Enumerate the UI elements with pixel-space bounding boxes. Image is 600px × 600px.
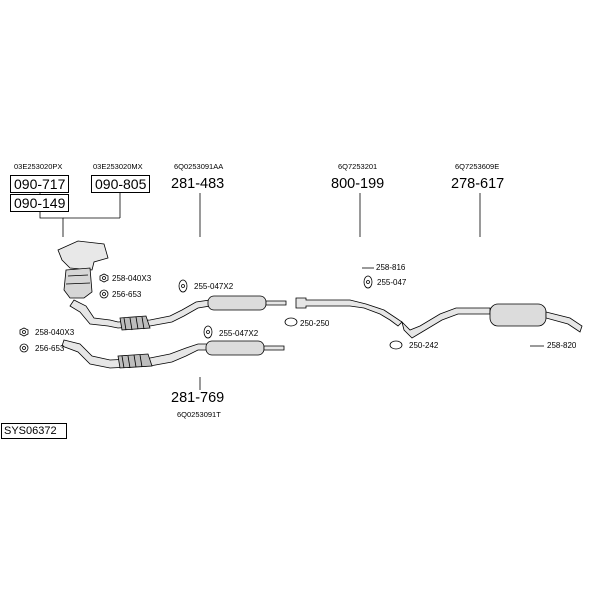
clamp-icon-250-250 <box>284 317 298 327</box>
acc-258-816[interactable]: 258-816 <box>376 263 406 272</box>
acc-255-047x2-top[interactable]: 255-047X2 <box>194 282 234 291</box>
acc-250-250[interactable]: 250-250 <box>300 319 330 328</box>
part-090-717[interactable]: 090-717 <box>10 175 70 193</box>
rubber-mount-icon-bottom <box>203 325 213 339</box>
middle-pipe <box>295 297 403 327</box>
gasket-icon-bottom <box>19 343 29 353</box>
front-pipe-bottom <box>61 339 211 369</box>
part-800-199[interactable]: 800-199 <box>331 176 385 192</box>
acc-258-820[interactable]: 258-820 <box>547 341 577 350</box>
front-pipe-top <box>69 299 211 331</box>
oem-cat1: 03E253020PX <box>14 162 63 171</box>
oem-cat2: 03E253020MX <box>93 162 143 171</box>
front-silencer-top <box>207 295 287 311</box>
system-code: SYS06372 <box>1 423 67 439</box>
part-281-769[interactable]: 281-769 <box>171 390 225 406</box>
oem-front-alt: 6Q0253091T <box>177 410 221 419</box>
nut-icon-bottom <box>19 327 29 337</box>
oem-front: 6Q0253091AA <box>174 162 224 171</box>
acc-256-653-bottom[interactable]: 256-653 <box>35 344 65 353</box>
acc-258-040x3-bottom[interactable]: 258-040X3 <box>35 328 75 337</box>
manifold-catalyst <box>57 240 109 299</box>
part-090-805[interactable]: 090-805 <box>91 175 151 193</box>
part-281-483[interactable]: 281-483 <box>171 176 225 192</box>
rubber-mount-icon-top <box>178 279 188 293</box>
front-silencer-bottom <box>205 340 285 356</box>
part-090-149[interactable]: 090-149 <box>10 194 70 212</box>
gasket-icon <box>99 289 109 299</box>
acc-255-047x2-bottom[interactable]: 255-047X2 <box>219 329 259 338</box>
nut-icon <box>99 273 109 283</box>
oem-rear: 6Q7253609E <box>455 162 500 171</box>
acc-256-653-top[interactable]: 256-653 <box>112 290 142 299</box>
clamp-icon-250-242 <box>389 340 403 350</box>
acc-258-040x3-top[interactable]: 258-040X3 <box>112 274 152 283</box>
part-278-617[interactable]: 278-617 <box>451 176 505 192</box>
oem-mid: 6Q7253201 <box>338 162 378 171</box>
rear-section <box>401 303 583 339</box>
rubber-mount-icon-mid <box>363 275 373 289</box>
acc-250-242[interactable]: 250-242 <box>409 341 439 350</box>
acc-255-047[interactable]: 255-047 <box>377 278 407 287</box>
